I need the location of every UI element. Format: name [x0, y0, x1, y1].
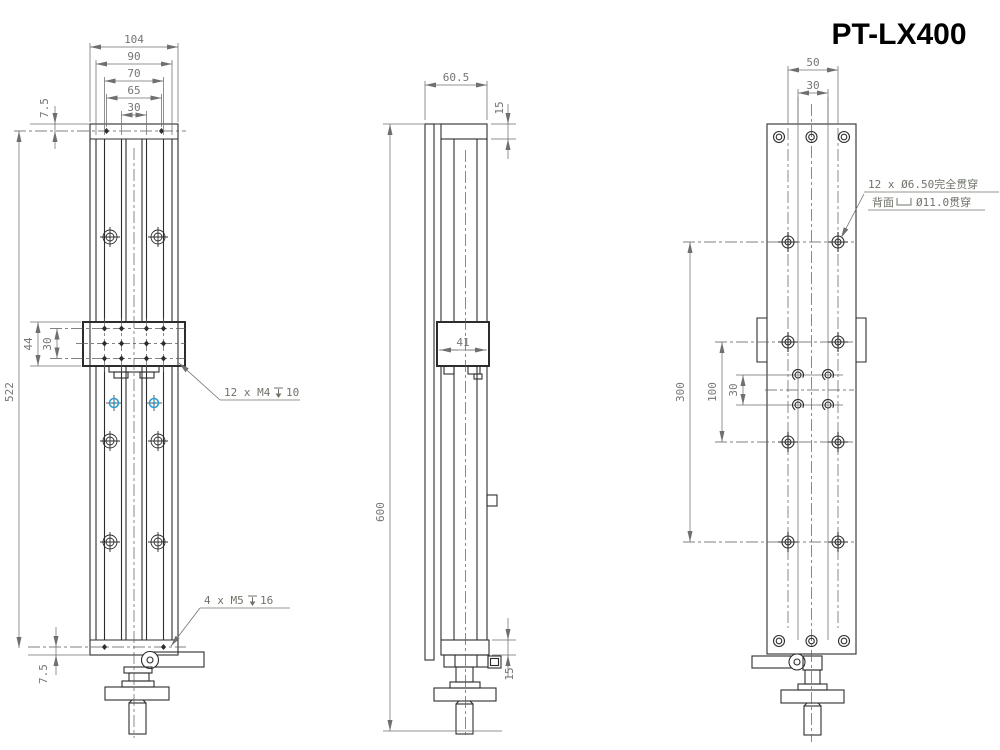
- callout-cbore-line2-prefix: 背面: [872, 195, 894, 209]
- callout-cbore-line1: 12 x Ø6.50完全贯穿: [868, 177, 978, 191]
- dim-carriage-30: 30: [41, 337, 54, 350]
- dim-width-70: 70: [127, 67, 140, 80]
- dim-rows-30: 30: [727, 383, 740, 396]
- dim-cols-50: 50: [806, 56, 819, 69]
- front-view: 104 90 70 65 30 7.5 522 44 30 7.5 12 x M…: [3, 33, 300, 738]
- side-view: 60.5 15 41 600 15: [374, 71, 516, 738]
- callout-m4-depth: 10: [286, 386, 299, 399]
- back-centerline-extensions: [736, 97, 843, 640]
- side-dimension-lines: [383, 81, 516, 732]
- dim-bottom-offset: 7.5: [37, 664, 50, 684]
- counterbore-symbol-icon: [896, 197, 912, 206]
- dim-width-65: 65: [127, 84, 140, 97]
- callout-m5: 4 x M5 16: [170, 594, 290, 647]
- dim-cols-30: 30: [806, 79, 819, 92]
- dim-carriage-41: 41: [456, 336, 469, 349]
- dim-height-522: 522: [3, 382, 16, 402]
- callout-counterbore: 12 x Ø6.50完全贯穿 背面 Ø11.0贯穿: [840, 177, 999, 239]
- callout-cbore-line2-suffix: Ø11.0贯穿: [916, 195, 971, 209]
- front-view-geometry: [89, 123, 205, 735]
- side-carriage-block: [436, 321, 490, 367]
- dim-total-600: 600: [374, 502, 387, 522]
- callout-m5-depth: 16: [260, 594, 273, 607]
- datum-target-icon: [105, 394, 123, 412]
- front-dimension-lines: [16, 43, 179, 675]
- front-dimension-text: 104 90 70 65 30 7.5 522 44 30 7.5: [3, 33, 144, 684]
- back-view: 50 30 300 100 30 12 x Ø6.50完全贯穿 背面 Ø11.0…: [674, 56, 999, 742]
- back-dimension-text: 50 30 300 100 30: [674, 56, 820, 402]
- side-view-geometry: [424, 123, 502, 735]
- callout-m4-label: 12 x M4: [224, 386, 271, 399]
- dim-top-offset: 7.5: [38, 98, 51, 118]
- depth-symbol-icon: [273, 387, 284, 399]
- back-dimension-lines: [687, 66, 839, 542]
- dim-width-30: 30: [127, 101, 140, 114]
- dim-rows-100: 100: [706, 382, 719, 402]
- dim-width-104: 104: [124, 33, 144, 46]
- dim-base-15: 15: [503, 667, 516, 680]
- side-dimension-text: 60.5 15 41 600 15: [374, 71, 516, 681]
- dim-carriage-44: 44: [22, 337, 35, 351]
- callout-m4: 12 x M4 10: [178, 362, 300, 401]
- callout-m5-label: 4 x M5: [204, 594, 244, 607]
- dim-width-90: 90: [127, 50, 140, 63]
- depth-symbol-icon: [247, 595, 258, 607]
- datum-target-icon: [145, 394, 163, 412]
- drawing-title: PT-LX400: [831, 18, 966, 51]
- dim-rows-300: 300: [674, 382, 687, 402]
- dim-depth-60-5: 60.5: [443, 71, 470, 84]
- dim-cap-15: 15: [493, 101, 506, 114]
